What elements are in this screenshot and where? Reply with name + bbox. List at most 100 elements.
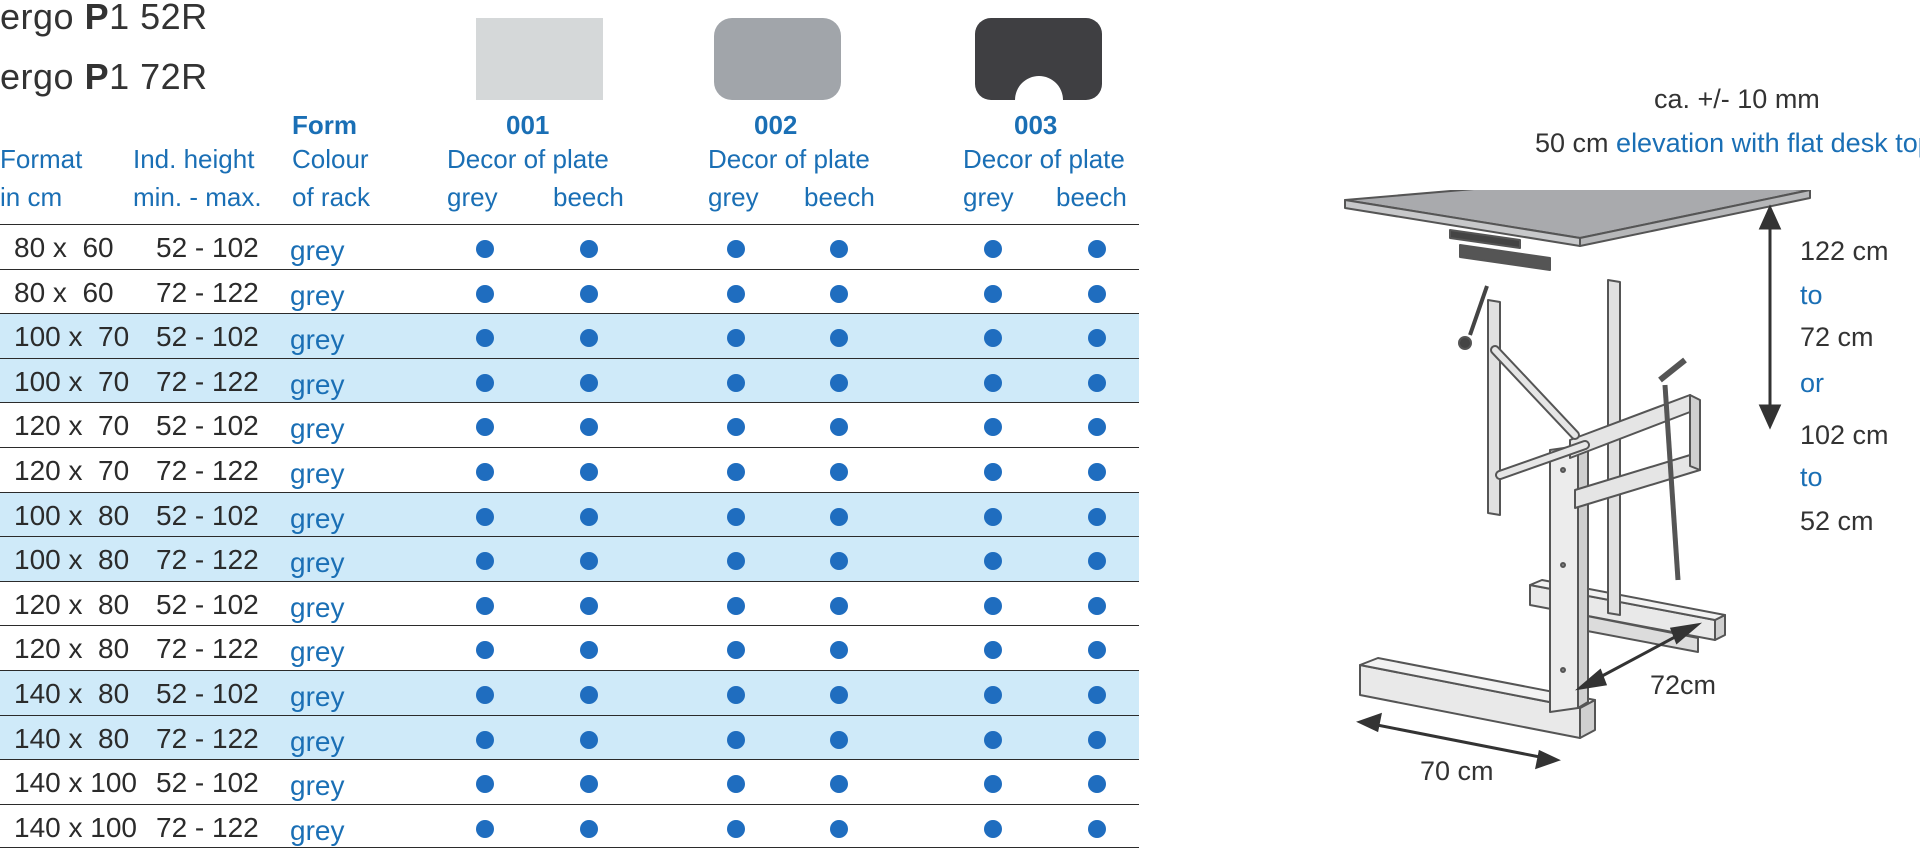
availability-dot	[476, 507, 494, 526]
height-cell: 72 - 122	[156, 365, 259, 397]
height-cell: 72 - 122	[156, 276, 259, 308]
availability-dot	[727, 596, 745, 615]
availability-dot	[476, 329, 494, 348]
rack-colour-cell: grey	[290, 547, 345, 579]
format-cell: 140 x 80	[14, 722, 130, 754]
availability-dot	[1088, 240, 1106, 258]
rack-colour-cell: grey	[290, 279, 345, 311]
availability-dot	[476, 819, 494, 838]
availability-dot	[580, 418, 598, 437]
availability-dot	[984, 730, 1002, 749]
availability-dot	[1088, 685, 1106, 704]
availability-dot	[476, 596, 494, 615]
availability-dot	[476, 373, 494, 392]
availability-dot	[984, 641, 1002, 660]
availability-dot	[580, 373, 598, 392]
height-cell: 72 - 122	[156, 544, 259, 576]
format-cell: 80 x 60	[14, 232, 114, 263]
availability-dot	[984, 373, 1002, 392]
availability-dot	[984, 596, 1002, 615]
rack-colour-cell: grey	[290, 636, 345, 668]
availability-dot	[1088, 641, 1106, 660]
rack-colour-cell: grey	[290, 324, 345, 356]
height-72: 72 cm	[1800, 322, 1874, 352]
availability-dot	[830, 775, 848, 794]
availability-dot	[727, 462, 745, 481]
rack-colour-cell: grey	[290, 368, 345, 400]
table-row: 100 x 80 72 - 122 grey	[0, 536, 1139, 581]
availability-dot	[984, 240, 1002, 258]
height-cell: 52 - 102	[156, 232, 259, 263]
availability-dot	[580, 596, 598, 615]
form-003-cutout	[1015, 76, 1063, 100]
availability-dot	[830, 552, 848, 571]
availability-dot	[1088, 730, 1106, 749]
in-cm-header: in cm	[0, 182, 63, 212]
form-header: Form	[292, 110, 357, 140]
format-cell: 140 x 100	[14, 811, 137, 843]
format-cell: 120 x 70	[14, 410, 130, 442]
height-cell: 72 - 122	[156, 454, 259, 486]
form-002-label: 002	[754, 110, 798, 140]
width-dimension: 70 cm	[1420, 756, 1494, 786]
format-header: Format	[0, 144, 83, 174]
availability-dot	[984, 462, 1002, 481]
form-001-label: 001	[506, 110, 550, 140]
availability-dot	[830, 418, 848, 437]
form-003-label: 003	[1014, 110, 1058, 140]
format-cell: 120 x 80	[14, 633, 130, 665]
height-or: or	[1800, 368, 1825, 398]
availability-dot	[476, 641, 494, 660]
depth-dimension: 72cm	[1650, 670, 1717, 700]
availability-dot	[830, 641, 848, 660]
desk-illustration	[1344, 190, 1811, 770]
rack-colour-cell: grey	[290, 770, 345, 802]
availability-dot	[476, 462, 494, 481]
grey-header-001: grey	[447, 182, 498, 212]
availability-dot	[1088, 775, 1106, 794]
rack-colour-cell: grey	[290, 680, 345, 712]
height-cell: 72 - 122	[156, 722, 259, 754]
availability-dot	[476, 418, 494, 437]
format-cell: 100 x 80	[14, 544, 130, 576]
availability-dot	[1088, 418, 1106, 437]
availability-dot	[580, 685, 598, 704]
availability-dot	[727, 775, 745, 794]
format-cell: 140 x 100	[14, 767, 137, 799]
min-max-header: min. - max.	[133, 182, 262, 212]
of-rack-header: of rack	[292, 182, 371, 212]
availability-dot	[727, 730, 745, 749]
height-cell: 52 - 102	[156, 588, 259, 620]
height-to-2: to	[1800, 462, 1823, 492]
availability-dot	[580, 819, 598, 838]
availability-dot	[830, 685, 848, 704]
format-cell: 100 x 80	[14, 499, 130, 531]
availability-dot	[830, 373, 848, 392]
elevation-note: 50 cm elevation with flat desk top	[1535, 128, 1920, 158]
availability-dot	[476, 284, 494, 303]
availability-dot	[727, 329, 745, 348]
height-cell: 52 - 102	[156, 321, 259, 353]
availability-dot	[1088, 819, 1106, 838]
height-102: 102 cm	[1800, 420, 1889, 450]
availability-dot	[1088, 284, 1106, 303]
grey-header-002: grey	[708, 182, 759, 212]
availability-dot	[984, 507, 1002, 526]
product-title-72r: ergo P1 72R	[0, 56, 208, 97]
availability-dot	[830, 240, 848, 258]
format-cell: 100 x 70	[14, 321, 130, 353]
availability-dot	[580, 730, 598, 749]
availability-dot	[727, 552, 745, 571]
availability-dot	[476, 730, 494, 749]
availability-dot	[580, 507, 598, 526]
availability-dot	[984, 284, 1002, 303]
beech-header-003: beech	[1056, 182, 1127, 212]
format-cell: 140 x 80	[14, 677, 130, 709]
